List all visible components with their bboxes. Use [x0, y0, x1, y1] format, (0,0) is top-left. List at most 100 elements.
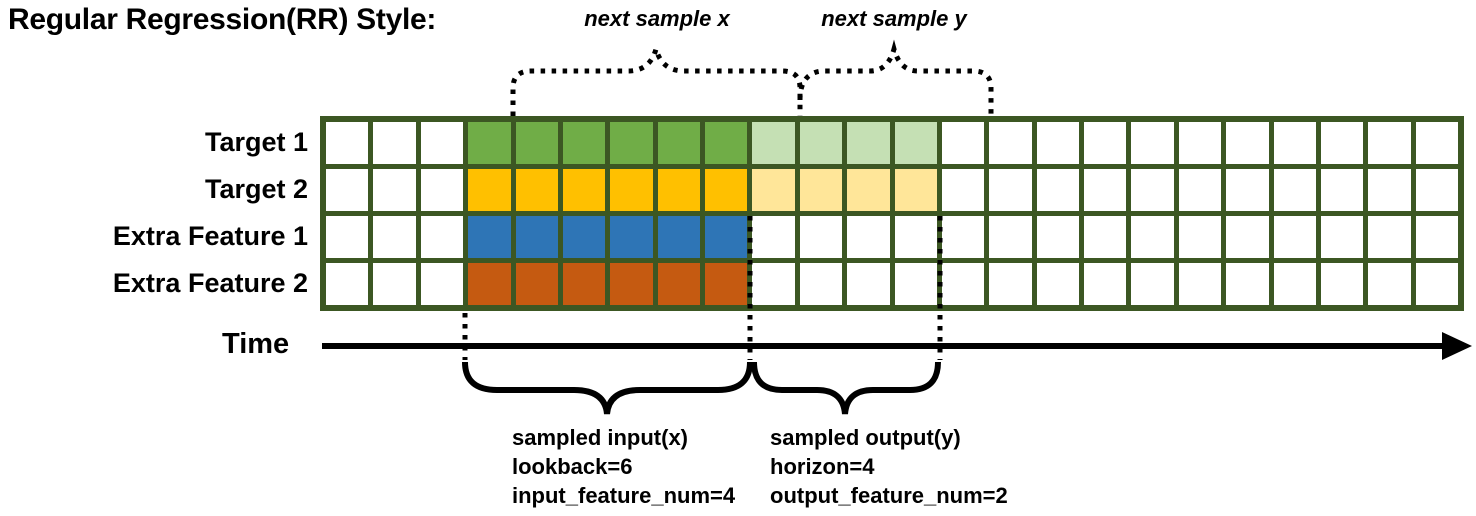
grid-cell-input: [657, 263, 700, 305]
grid-cell-empty: [1415, 263, 1458, 305]
grid-cell-input: [468, 216, 511, 258]
grid-cell-empty: [373, 263, 416, 305]
grid-cell-empty: [373, 216, 416, 258]
grid-cell-empty: [1036, 263, 1079, 305]
grid-cell-empty: [941, 216, 985, 258]
grid-cell-empty: [1178, 169, 1222, 211]
grid-cell-empty: [326, 122, 369, 164]
grid-cell-input: [705, 216, 748, 258]
grid-cell-input: [657, 216, 700, 258]
grid-cell-input: [562, 216, 606, 258]
grid-cell-empty: [752, 263, 795, 305]
grid-cell-empty: [1320, 263, 1364, 305]
grid-cell-empty: [1226, 216, 1269, 258]
grid-cell-empty: [1273, 122, 1316, 164]
row-label-target-1: Target 1: [204, 127, 308, 157]
next-sample-x-label: next sample x: [584, 6, 730, 31]
grid-cell-empty: [1273, 263, 1316, 305]
grid-cell-empty: [1178, 216, 1222, 258]
grid-cell-empty: [1320, 122, 1364, 164]
grid-cell-empty: [894, 263, 937, 305]
grid-cell-empty: [752, 216, 795, 258]
grid-cell-empty: [1415, 216, 1458, 258]
next-sample-y-brace: [797, 39, 994, 116]
grid-cell-empty: [989, 122, 1032, 164]
grid-cell-empty: [1036, 169, 1079, 211]
next-sample-y-label: next sample y: [821, 6, 967, 31]
grid-cell-empty: [1036, 216, 1079, 258]
row-label-extra-feature-1: Extra Feature 1: [112, 221, 308, 251]
grid-cell-empty: [420, 263, 464, 305]
grid-cell-empty: [1226, 169, 1269, 211]
grid-cell-output: [894, 122, 937, 164]
grid-cell-input: [468, 169, 511, 211]
row-label-target-2: Target 2: [204, 174, 308, 204]
grid-cell-empty: [1131, 122, 1174, 164]
grid-cell-empty: [1273, 169, 1316, 211]
grid-cell-output: [752, 169, 795, 211]
grid-cell-empty: [1368, 122, 1411, 164]
sampled-input-brace: [462, 361, 753, 415]
grid-cell-empty: [1415, 169, 1458, 211]
grid-cell-input: [657, 122, 700, 164]
grid-cell-output: [894, 169, 937, 211]
grid-cell-empty: [420, 169, 464, 211]
grid-cell-empty: [326, 216, 369, 258]
diagram-title: Regular Regression(RR) Style:: [8, 3, 437, 36]
grid-cell-empty: [799, 263, 843, 305]
sampled-output-note-line-2: horizon=4: [770, 454, 875, 479]
grid-cell-empty: [1320, 216, 1364, 258]
grid-cell-empty: [1084, 122, 1127, 164]
grid-cell-empty: [326, 169, 369, 211]
grid-cell-empty: [1036, 122, 1079, 164]
time-series-grid: [320, 116, 1464, 311]
grid-cell-output: [752, 122, 795, 164]
sampled-input-note-line-2: lookback=6: [512, 454, 633, 479]
grid-cell-empty: [1131, 216, 1174, 258]
grid-cell-empty: [420, 122, 464, 164]
grid-cell-empty: [1273, 216, 1316, 258]
grid-cell-input: [562, 169, 606, 211]
sampled-input-note-line-1: sampled input(x): [512, 425, 689, 450]
time-axis-arrowhead: [1442, 332, 1472, 360]
grid-cell-empty: [1084, 169, 1127, 211]
grid-cell-empty: [941, 169, 985, 211]
grid-cell-empty: [941, 122, 985, 164]
grid-cell-empty: [1084, 263, 1127, 305]
grid-cell-empty: [1131, 169, 1174, 211]
grid-cell-input: [610, 263, 653, 305]
grid-cell-empty: [941, 263, 985, 305]
grid-cell-empty: [1131, 263, 1174, 305]
grid-cell-empty: [1084, 216, 1127, 258]
grid-cell-output: [847, 122, 890, 164]
grid-cell-empty: [420, 216, 464, 258]
sampled-output-brace: [751, 361, 941, 415]
grid-cell-input: [515, 169, 558, 211]
grid-cell-empty: [1368, 169, 1411, 211]
grid-cell-input: [468, 122, 511, 164]
grid-cell-empty: [989, 263, 1032, 305]
sampled-output-note-line-3: output_feature_num=2: [770, 483, 1008, 508]
grid-cell-empty: [1368, 263, 1411, 305]
grid-cell-empty: [1320, 169, 1364, 211]
grid-cell-empty: [1368, 216, 1411, 258]
grid-cell-input: [562, 263, 606, 305]
sampled-output-note: sampled output(y) horizon=4 output_featu…: [770, 423, 1008, 510]
grid-cell-input: [515, 122, 558, 164]
grid-cell-empty: [326, 263, 369, 305]
next-sample-x-brace: [510, 39, 803, 116]
row-label-extra-feature-2: Extra Feature 2: [112, 268, 308, 298]
grid-cell-empty: [894, 216, 937, 258]
grid-cell-input: [468, 263, 511, 305]
grid-cell-input: [610, 122, 653, 164]
grid-cell-empty: [1226, 263, 1269, 305]
grid-cell-empty: [847, 216, 890, 258]
grid-cell-output: [799, 169, 843, 211]
grid-cell-empty: [373, 169, 416, 211]
grid-cell-empty: [1415, 122, 1458, 164]
grid-cell-empty: [1226, 122, 1269, 164]
grid-cell-empty: [989, 216, 1032, 258]
grid-cell-input: [610, 169, 653, 211]
grid-cell-empty: [1178, 263, 1222, 305]
